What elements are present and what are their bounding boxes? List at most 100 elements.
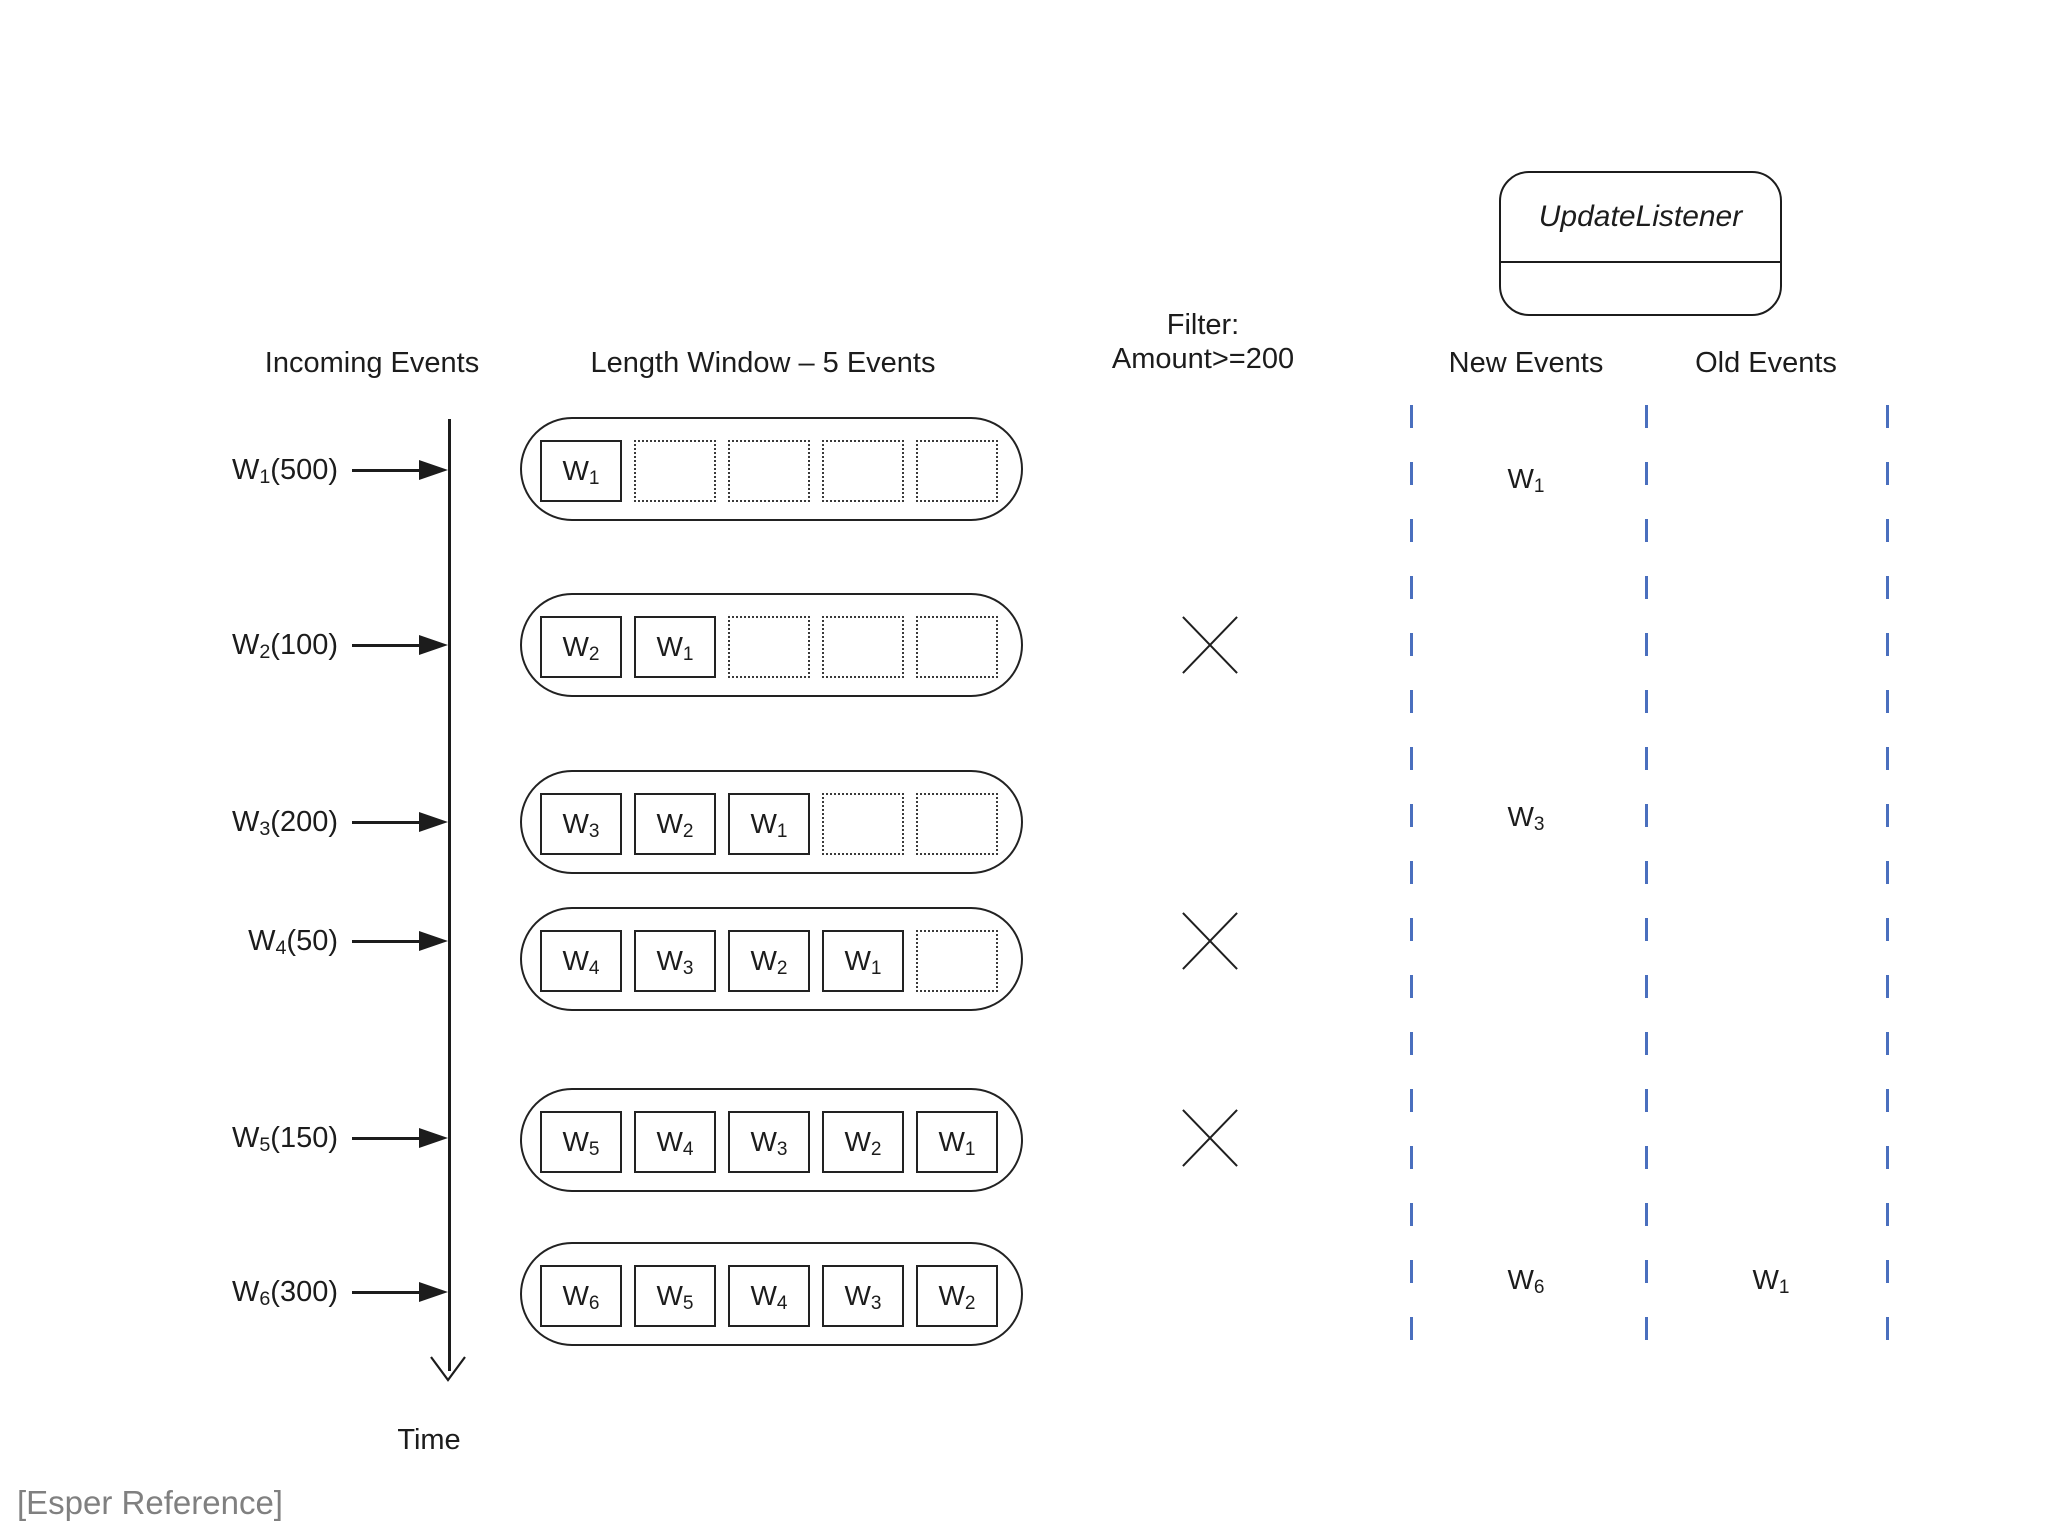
old-event-value: W1	[1691, 1260, 1851, 1300]
event-symbol: W	[844, 1126, 871, 1157]
event-symbol: W	[656, 631, 683, 662]
event-symbol-subscript: 2	[682, 821, 694, 843]
window-slot-empty	[916, 930, 998, 992]
window-slot-filled: W2	[822, 1111, 904, 1173]
window-slot-empty	[822, 793, 904, 855]
window-slot-filled: W3	[822, 1265, 904, 1327]
event-amount: (500)	[270, 454, 338, 486]
new-event-value: W6	[1446, 1260, 1606, 1300]
event-symbol: W	[562, 808, 589, 839]
event-arrow-line	[352, 1291, 420, 1294]
event-arrow-head-icon	[419, 812, 448, 832]
window-slot-filled: W3	[540, 793, 622, 855]
new-events-header: New Events	[1448, 347, 1604, 379]
event-arrow-head-icon	[419, 460, 448, 480]
event-symbol-subscript: 2	[776, 958, 788, 980]
event-symbol-subscript: 1	[964, 1139, 976, 1161]
event-arrow-line	[352, 821, 420, 824]
event-symbol-subscript: 6	[1533, 1277, 1545, 1299]
event-arrow-line	[352, 1137, 420, 1140]
event-symbol-subscript: 3	[1533, 814, 1545, 836]
new-event-value: W3	[1446, 797, 1606, 837]
event-symbol: W	[562, 945, 589, 976]
event-symbol-subscript: 3	[259, 818, 271, 841]
filter-header-line1: Filter:	[1166, 309, 1240, 341]
event-symbol-subscript: 6	[588, 1293, 600, 1315]
update-listener-divider	[1501, 261, 1780, 263]
length-window-pill: W2 W1	[520, 593, 1023, 697]
incoming-event-label: W6(300)	[60, 1274, 338, 1310]
event-symbol-subscript: 2	[588, 644, 600, 666]
event-symbol-subscript: 1	[682, 644, 694, 666]
filter-x-mark	[1170, 1098, 1250, 1178]
window-slot-filled: W1	[540, 440, 622, 502]
window-slot-empty	[916, 793, 998, 855]
event-symbol: W	[562, 1280, 589, 1311]
event-symbol-subscript: 5	[588, 1139, 600, 1161]
length-window-header: Length Window – 5 Events	[590, 347, 936, 379]
event-amount: (100)	[270, 629, 338, 661]
window-slot-filled: W5	[634, 1265, 716, 1327]
incoming-event-label: W3(200)	[60, 804, 338, 840]
length-window-pill: W1	[520, 417, 1023, 521]
event-symbol: W	[844, 1280, 871, 1311]
filter-header-line2: Amount>=200	[1111, 343, 1295, 375]
event-symbol: W	[1507, 1264, 1534, 1295]
event-arrow-line	[352, 644, 420, 647]
event-arrow-head-icon	[419, 635, 448, 655]
update-listener-title: UpdateListener	[1538, 200, 1743, 233]
dashed-boundary-line-left	[1410, 405, 1413, 1355]
event-symbol-subscript: 4	[776, 1293, 788, 1315]
window-slot-empty	[728, 440, 810, 502]
event-symbol-subscript: 2	[259, 641, 271, 664]
event-symbol-subscript: 6	[259, 1288, 271, 1311]
filter-header: Filter: Amount>=200	[1112, 308, 1294, 376]
event-symbol: W	[562, 1126, 589, 1157]
window-slot-filled: W2	[728, 930, 810, 992]
event-symbol: W	[656, 1126, 683, 1157]
window-slot-filled: W4	[728, 1265, 810, 1327]
dashed-boundary-line-right	[1886, 405, 1889, 1355]
window-slot-filled: W1	[916, 1111, 998, 1173]
time-axis-line	[448, 419, 451, 1371]
window-slot-empty	[822, 616, 904, 678]
event-symbol: W	[750, 1126, 777, 1157]
event-symbol-subscript: 4	[682, 1139, 694, 1161]
window-slot-filled: W3	[728, 1111, 810, 1173]
window-slot-filled: W2	[634, 793, 716, 855]
window-slot-filled: W2	[916, 1265, 998, 1327]
event-symbol-subscript: 1	[870, 958, 882, 980]
event-symbol: W	[750, 945, 777, 976]
window-slot-filled: W1	[822, 930, 904, 992]
window-slot-empty	[916, 616, 998, 678]
event-symbol-subscript: 3	[682, 958, 694, 980]
event-symbol-subscript: 1	[259, 466, 271, 489]
event-symbol-subscript: 4	[588, 958, 600, 980]
event-symbol: W	[750, 1280, 777, 1311]
event-amount: (200)	[270, 806, 338, 838]
event-symbol: W	[844, 945, 871, 976]
window-slot-empty	[634, 440, 716, 502]
dashed-boundary-line-middle	[1645, 405, 1648, 1355]
event-symbol: W	[1507, 463, 1534, 494]
event-arrow-head-icon	[419, 931, 448, 951]
event-symbol: W	[1752, 1264, 1779, 1295]
event-symbol-subscript: 3	[776, 1139, 788, 1161]
event-arrow-line	[352, 940, 420, 943]
incoming-event-label: W2(100)	[60, 627, 338, 663]
window-slot-filled: W6	[540, 1265, 622, 1327]
event-symbol-subscript: 1	[588, 468, 600, 490]
event-symbol-subscript: 3	[870, 1293, 882, 1315]
event-symbol-subscript: 1	[1533, 476, 1545, 498]
window-slot-filled: W2	[540, 616, 622, 678]
event-arrow-head-icon	[419, 1128, 448, 1148]
event-arrow-head-icon	[419, 1282, 448, 1302]
filter-x-mark	[1170, 605, 1250, 685]
event-symbol: W	[231, 454, 260, 486]
incoming-event-label: W1(500)	[60, 452, 338, 488]
